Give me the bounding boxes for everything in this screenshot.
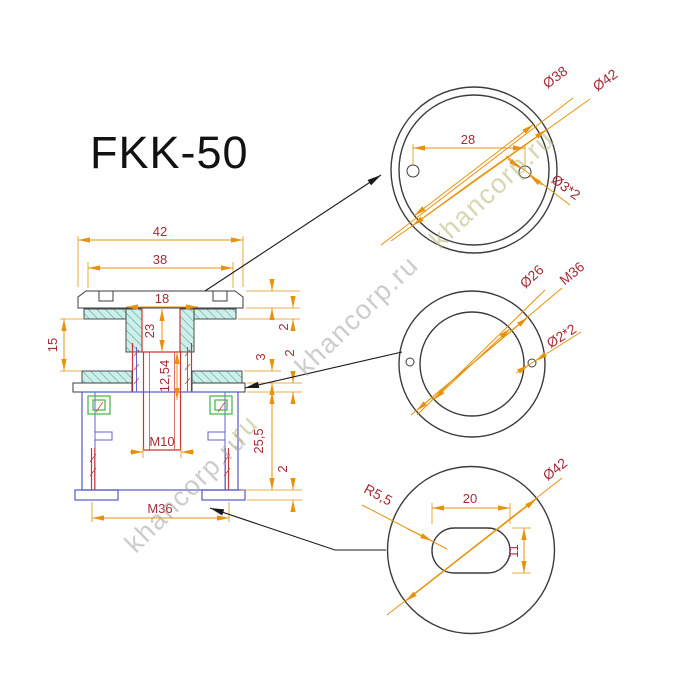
cap-plate bbox=[77, 290, 244, 309]
ledge-left bbox=[94, 431, 113, 441]
watermark-2: khancorp.ru bbox=[289, 249, 424, 381]
drawing-title: FKK-50 bbox=[90, 127, 249, 178]
top-detail-view: 28 Ø38 Ø42 Ø3*2 bbox=[380, 63, 621, 254]
dim-m10: M10 bbox=[149, 434, 174, 449]
dim-23: 23 bbox=[142, 324, 157, 338]
side-view-dimensions: 42 38 18 15 23 12,54 M10 M36 bbox=[45, 224, 302, 522]
set-screw-left bbox=[87, 395, 111, 415]
middle-detail-view: Ø26 M36 Ø2*2 bbox=[398, 258, 588, 438]
column-left bbox=[125, 308, 143, 353]
set-screw-right bbox=[209, 395, 233, 415]
inner-circle bbox=[398, 94, 550, 246]
dim-11: 11 bbox=[506, 544, 521, 558]
slot bbox=[431, 527, 511, 574]
upper-gasket-left bbox=[83, 308, 127, 320]
body-shell bbox=[81, 391, 239, 491]
leader-to-bottom bbox=[209, 507, 386, 551]
dim-d42-bottom: Ø42 bbox=[540, 454, 571, 483]
washer-left bbox=[72, 382, 133, 393]
dim-d26: Ø26 bbox=[516, 261, 546, 291]
dim-25-5: 25,5 bbox=[251, 428, 266, 453]
foot-left bbox=[74, 489, 119, 501]
dim-d42-top: Ø42 bbox=[590, 66, 621, 95]
outer-circle bbox=[398, 290, 546, 438]
dim-3-flange: 3 bbox=[253, 353, 268, 360]
dim-42: 42 bbox=[153, 224, 167, 239]
outer-circle bbox=[390, 86, 558, 254]
leader-to-top-view bbox=[204, 174, 382, 292]
flange-gasket-right bbox=[191, 370, 243, 384]
flange-gasket-left bbox=[81, 370, 133, 384]
cap-notch-right bbox=[212, 290, 228, 302]
dim-12-54: 12,54 bbox=[157, 360, 172, 393]
leader-to-flange bbox=[244, 351, 403, 389]
dim-38: 38 bbox=[153, 252, 167, 267]
cap-notch-left bbox=[98, 290, 114, 302]
hole-right bbox=[527, 358, 537, 368]
dim-r5-5: R5,5 bbox=[362, 481, 396, 509]
watermark-3: khancorp.ru bbox=[423, 124, 560, 254]
outer-circle bbox=[386, 465, 556, 635]
dim-18: 18 bbox=[155, 291, 169, 306]
hole-left bbox=[405, 357, 415, 367]
foot-right bbox=[201, 489, 246, 501]
bottom-detail-view: 20 11 Ø42 R5,5 bbox=[362, 454, 571, 635]
dim-m36: M36 bbox=[147, 501, 172, 516]
dim-15: 15 bbox=[45, 338, 60, 352]
inner-circle bbox=[419, 311, 525, 417]
dim-m36-ring: M36 bbox=[556, 258, 587, 288]
dim-2-foot: 2 bbox=[275, 465, 290, 472]
hole-left bbox=[406, 164, 420, 178]
dim-2-washer: 2 bbox=[282, 349, 297, 356]
dim-d38: Ø38 bbox=[540, 63, 571, 92]
washer-right bbox=[191, 382, 246, 393]
upper-gasket-right bbox=[193, 308, 237, 320]
dim-28: 28 bbox=[461, 132, 475, 147]
dim-holes-3x2: Ø3*2 bbox=[548, 171, 583, 203]
dim-2-gasket: 2 bbox=[276, 323, 291, 330]
dim-holes-2x2: Ø2*2 bbox=[544, 320, 580, 351]
dim-20: 20 bbox=[463, 491, 477, 506]
ledge-right bbox=[207, 431, 226, 441]
leader-arrows bbox=[204, 174, 403, 551]
